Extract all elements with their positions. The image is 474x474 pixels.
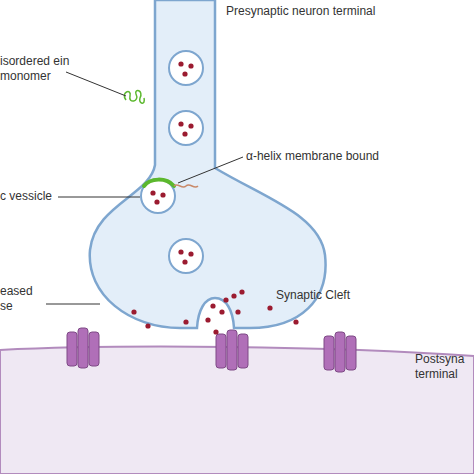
part-label: Synaptic Cleft <box>276 288 386 303</box>
presynaptic-terminal <box>90 0 326 328</box>
part-label: c vessicle <box>0 189 90 204</box>
part-label: eased se <box>0 284 40 314</box>
disordered-monomer <box>124 91 144 104</box>
receptor-symbols <box>67 328 356 372</box>
part-label: Postsyna terminal <box>415 352 473 382</box>
part-label: α-helix membrane bound <box>246 149 406 164</box>
dopamine-dots <box>131 61 298 334</box>
leader-lines <box>46 72 243 304</box>
synaptic-vesicles <box>141 51 203 273</box>
part-label: Presynaptic neuron terminal <box>226 4 376 19</box>
part-label: isordered ein monomer <box>0 54 74 84</box>
protein-tail <box>174 185 198 187</box>
alpha-helix-segment <box>144 180 174 186</box>
